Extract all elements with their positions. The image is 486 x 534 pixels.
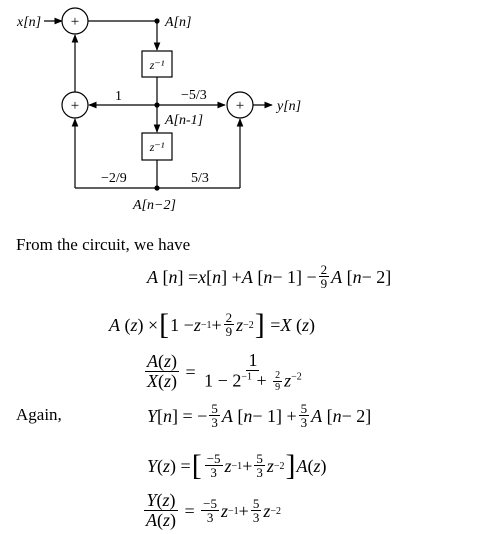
node-label-a-n2: A[n−2]	[132, 198, 176, 213]
output-label: y[n]	[275, 99, 301, 114]
svg-text:+: +	[236, 98, 244, 114]
again-text: Again,	[16, 405, 62, 424]
node-dot-a-n	[154, 18, 160, 24]
node-label-a-n1: A[n-1]	[164, 113, 203, 128]
svg-text:z⁻¹: z⁻¹	[149, 58, 165, 72]
delay-block-2: z⁻¹	[141, 132, 173, 161]
input-label: x[n]	[16, 15, 41, 30]
block-diagram: + + + z⁻¹ z⁻¹ x[n] y[n] A[n] A[n-1] A[n−…	[16, 7, 301, 213]
gain-label-1: 1	[115, 89, 122, 104]
intro-text: From the circuit, we have	[16, 235, 191, 254]
adder-output: +	[226, 91, 254, 119]
svg-text:+: +	[71, 98, 79, 114]
delay-block-1: z⁻¹	[141, 50, 173, 78]
svg-text:+: +	[71, 14, 79, 30]
adder-input: +	[61, 7, 89, 35]
node-label-a-n: A[n]	[164, 15, 191, 30]
node-dot-a-n1	[154, 102, 160, 108]
gain-label-5-3: 5/3	[191, 171, 209, 186]
gain-label-neg-2-9: −2/9	[101, 171, 127, 186]
adder-feedback: +	[61, 91, 89, 119]
gain-label-neg-5-3: −5/3	[181, 88, 207, 103]
node-dot-a-n2	[154, 185, 160, 191]
svg-text:z⁻¹: z⁻¹	[149, 140, 165, 154]
